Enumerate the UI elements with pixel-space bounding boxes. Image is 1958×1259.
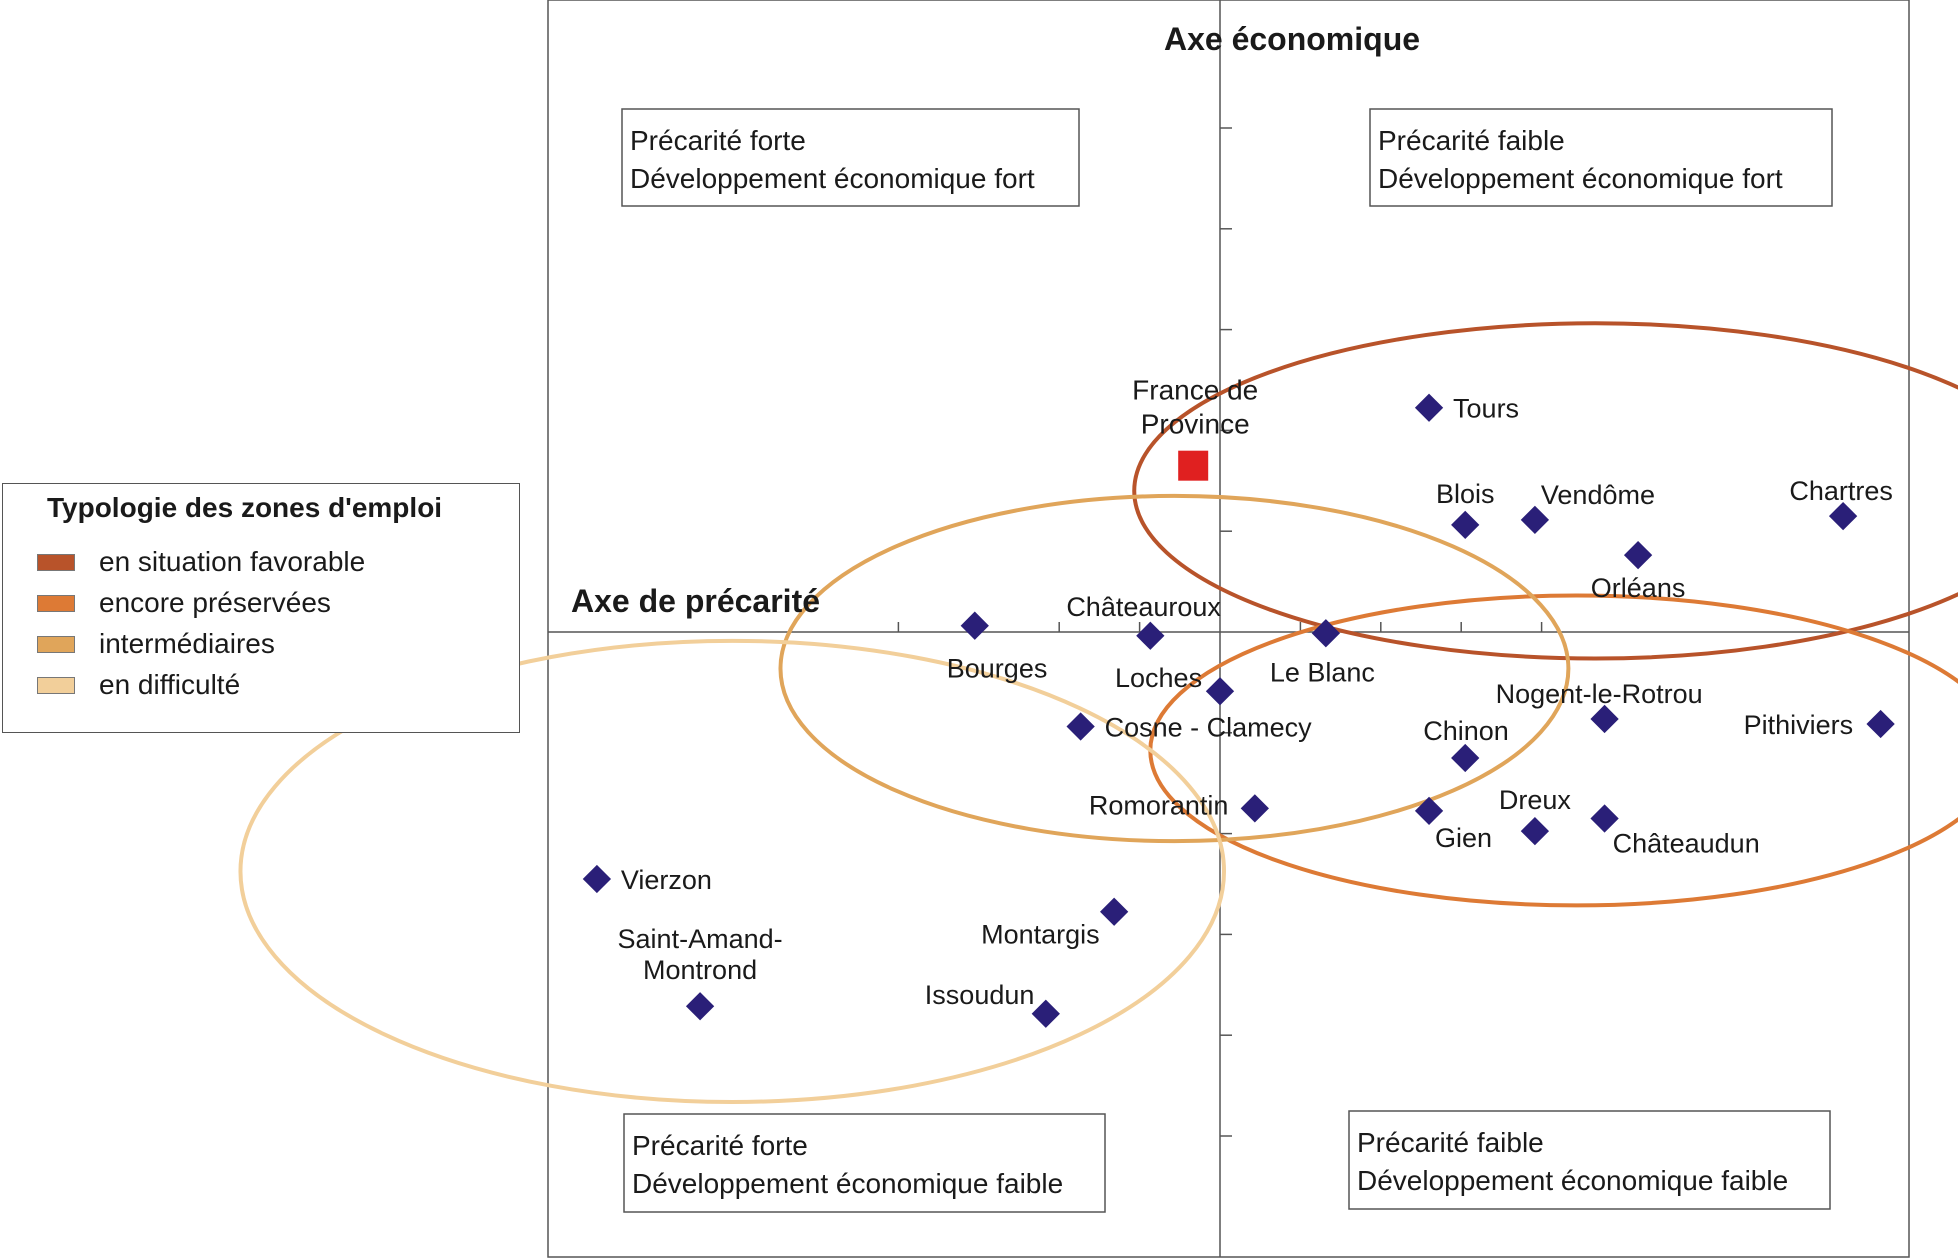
legend-label: en situation favorable: [99, 546, 366, 577]
quadrant-box: [623, 1113, 1106, 1213]
legend-swatch: [37, 553, 75, 571]
point-label-pithiviers: Pithiviers: [1744, 710, 1854, 740]
legend-swatch: [37, 676, 75, 694]
point-tours: [1414, 393, 1444, 422]
point-label-blois: Blois: [1436, 479, 1495, 509]
group-ellipse-en-situation-favorable: [1132, 321, 1958, 661]
point-label-gien: Gien: [1435, 823, 1492, 853]
point-label-vierzon: Vierzon: [621, 865, 712, 895]
quadrant-text: Développement économique fort: [630, 163, 1035, 194]
y-axis-title: Axe économique: [1164, 21, 1420, 57]
legend: Typologie des zones d'emploi en situatio…: [2, 483, 520, 733]
point-label-nogent-le-rotrou: Nogent-le-Rotrou: [1496, 679, 1703, 709]
legend-swatch: [37, 635, 75, 653]
point-chinon: [1451, 743, 1480, 773]
point-loches: [1205, 677, 1235, 706]
legend-title: Typologie des zones d'emploi: [47, 492, 443, 523]
point-label-chinon: Chinon: [1423, 716, 1509, 746]
point-label-tours: Tours: [1453, 394, 1519, 424]
quadrant-text: Développement économique faible: [632, 1168, 1063, 1199]
point-le-blanc: [1311, 619, 1341, 648]
quadrant-text: Développement économique faible: [1357, 1165, 1788, 1196]
legend-item-intermediaires: intermédiaires: [37, 628, 275, 659]
point-label-issoudun: Issoudun: [925, 980, 1035, 1010]
point-label-chartres: Chartres: [1789, 476, 1893, 506]
point-vierzon: [582, 864, 612, 894]
reference-label: Province: [1141, 409, 1250, 440]
point-label-saint-amand-montrond: Montrond: [643, 955, 757, 985]
point-montargis: [1099, 897, 1129, 926]
legend-item-favorable: en situation favorable: [37, 546, 366, 577]
point-pithiviers: [1866, 709, 1895, 739]
quadrant-text: Précarité forte: [630, 125, 806, 156]
group-ellipse-encore-préservées: [1148, 593, 1958, 908]
point-label-chateaudun: Châteaudun: [1613, 828, 1760, 858]
point-label-vendome: Vendôme: [1541, 480, 1655, 510]
point-label-saint-amand-montrond: Saint-Amand-: [618, 924, 783, 954]
legend-item-preservees: encore préservées: [37, 587, 331, 618]
point-cosne-clamecy: [1066, 712, 1095, 741]
point-gien: [1414, 796, 1444, 826]
point-blois: [1451, 510, 1480, 540]
point-label-le-blanc: Le Blanc: [1270, 657, 1375, 687]
point-label-orleans: Orléans: [1591, 573, 1686, 603]
point-label-loches: Loches: [1115, 663, 1202, 693]
point-label-romorantin: Romorantin: [1089, 790, 1229, 820]
point-dreux: [1520, 816, 1550, 846]
point-romorantin: [1240, 794, 1269, 823]
quadrant-text: Précarité faible: [1357, 1127, 1544, 1158]
point-label-chateauroux: Châteauroux: [1066, 592, 1221, 622]
legend-swatch: [37, 594, 75, 612]
point-chartres: [1828, 501, 1858, 531]
reference-marker: [1178, 450, 1209, 481]
point-bourges: [960, 611, 989, 640]
point-label-cosne-clamecy: Cosne - Clamecy: [1105, 713, 1313, 743]
point-label-montargis: Montargis: [981, 920, 1100, 950]
x-axis-title: Axe de précarité: [571, 583, 820, 619]
quadrant-text: Développement économique fort: [1378, 163, 1783, 194]
quadrant-text: Précarité forte: [632, 1130, 808, 1161]
legend-label: intermédiaires: [99, 628, 275, 659]
legend-label: en difficulté: [99, 669, 241, 700]
group-ellipse-intermédiaires: [778, 493, 1571, 844]
legend-label: encore préservées: [99, 587, 331, 618]
point-issoudun: [1031, 999, 1060, 1028]
point-saint-amand-montrond: [685, 992, 715, 1021]
point-orleans: [1623, 540, 1653, 570]
quadrant-box: [1348, 1110, 1831, 1210]
point-nogent-le-rotrou: [1590, 704, 1619, 734]
quadrant-text: Précarité faible: [1378, 125, 1565, 156]
plot-frame: [547, 0, 1910, 1258]
group-ellipse-en-difficulté: [238, 638, 1227, 1104]
legend-item-difficulte: en difficulté: [37, 669, 241, 700]
point-label-bourges: Bourges: [947, 654, 1048, 684]
point-label-dreux: Dreux: [1499, 785, 1572, 815]
point-vendome: [1520, 505, 1550, 535]
point-chateauroux: [1136, 621, 1165, 650]
reference-label: France de: [1132, 375, 1258, 406]
quadrant-box: [621, 108, 1080, 207]
quadrant-box: [1369, 108, 1833, 207]
point-chateaudun: [1590, 804, 1619, 833]
